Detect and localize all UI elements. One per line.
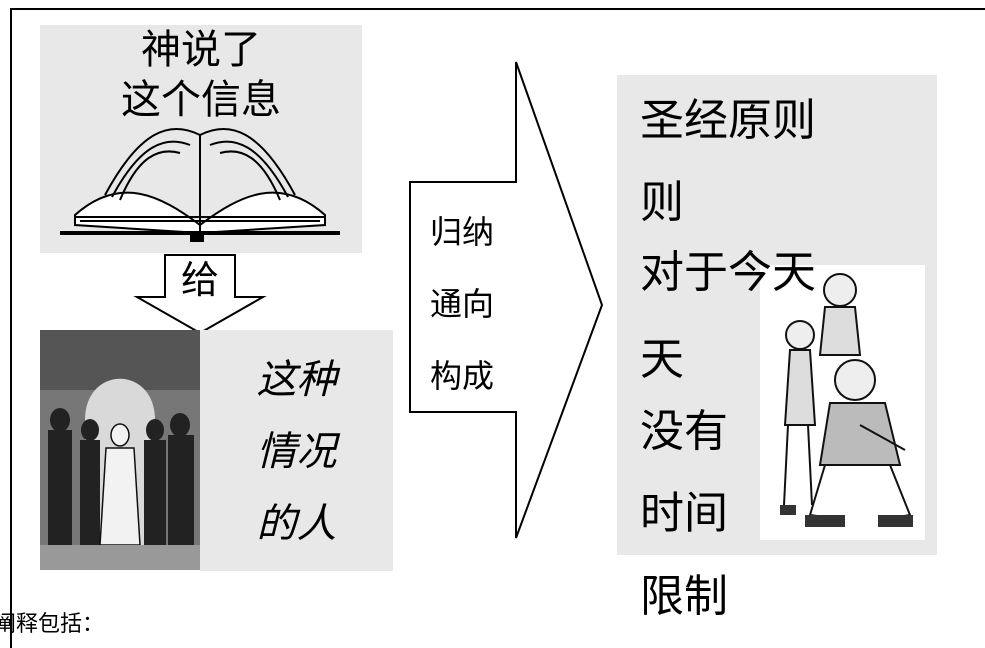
message-box: 神说了 这个信息 [40,25,362,253]
principle-line4: 天 [640,334,684,385]
open-book-illustration [60,127,340,242]
principle-line7: 限制 [640,571,728,622]
arrow-line1: 归纳 [430,213,495,251]
message-line2: 这个信息 [121,77,281,123]
big-arrow-icon [409,61,604,539]
arrow-line3: 构成 [430,357,495,395]
principle-line6: 时间 [640,488,728,539]
people-text-box: 这种 情况 的人 [200,330,393,571]
footer-text: 阐释包括： [0,612,105,637]
slide-frame [10,8,985,648]
people-line1: 这种 [256,357,337,403]
give-arrow-icon [133,254,267,335]
principle-line2: 则 [640,177,684,228]
principle-line1: 圣经原则 [640,95,816,146]
message-line1: 神说了 [141,27,261,73]
family-illustration [760,265,925,540]
arrow-line2: 通向 [430,285,495,323]
people-line3: 的人 [256,501,337,547]
crowd-illustration [40,330,200,570]
principle-line5: 没有 [640,406,728,457]
principle-line3: 对于今天 [640,247,816,298]
people-line2: 情况 [256,429,337,475]
give-label: 给 [180,258,219,302]
